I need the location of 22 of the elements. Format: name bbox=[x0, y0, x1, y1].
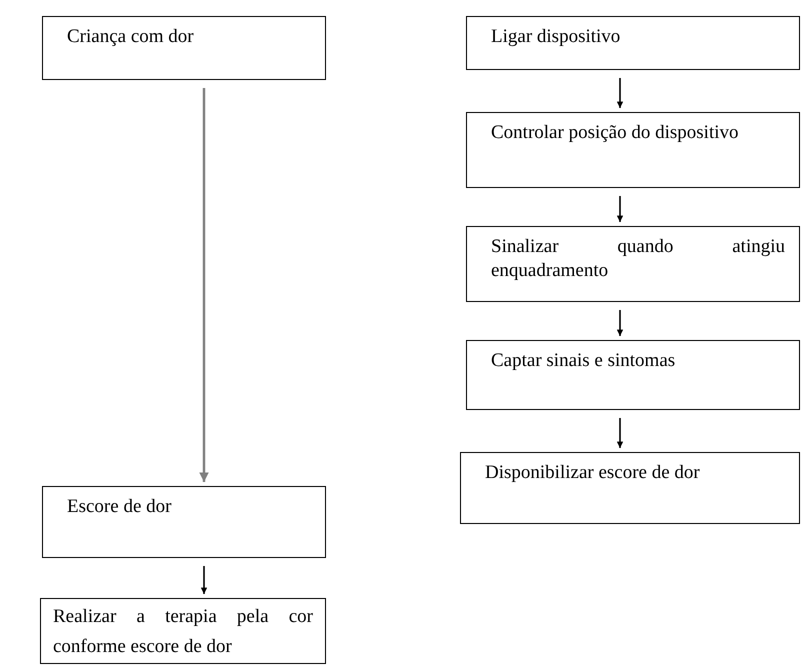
process-box bbox=[466, 340, 800, 410]
arrow bbox=[616, 418, 624, 448]
box-text: Disponibilizar escore de dor bbox=[485, 461, 701, 485]
box-text: Controlar posição do dispositivo bbox=[491, 121, 740, 145]
arrow bbox=[199, 88, 209, 482]
process-box bbox=[42, 486, 326, 558]
process-box bbox=[466, 112, 800, 188]
box-text: Sinalizar quando atingiu enquadramento bbox=[491, 235, 785, 282]
box-text: Escore de dor bbox=[67, 495, 172, 519]
box-text: Realizar a terapia pela cor conforme escore de dor bbox=[53, 605, 313, 660]
box-text: Captar sinais e sintomas bbox=[491, 349, 676, 373]
process-box bbox=[40, 598, 326, 664]
process-box bbox=[466, 226, 800, 302]
arrow bbox=[616, 78, 624, 108]
box-text: Criança com dor bbox=[67, 25, 195, 49]
arrow bbox=[200, 566, 208, 594]
process-box bbox=[460, 452, 800, 524]
arrow bbox=[616, 310, 624, 336]
box-text: Ligar dispositivo bbox=[491, 25, 622, 49]
arrow bbox=[616, 196, 624, 222]
process-box bbox=[466, 16, 800, 70]
process-box bbox=[42, 16, 326, 80]
